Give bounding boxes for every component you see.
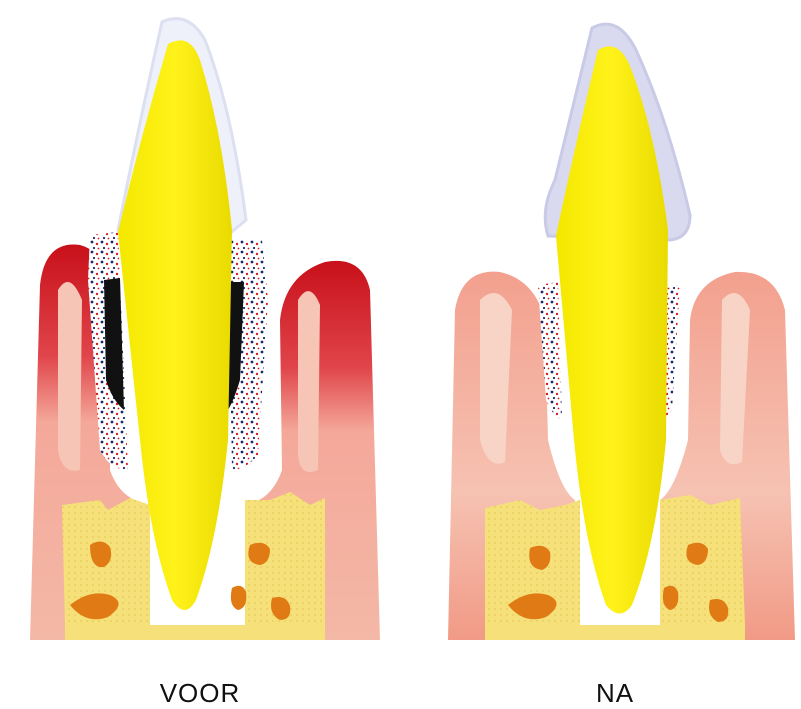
after-bone-base	[485, 625, 745, 640]
after-caption: NA	[530, 678, 700, 709]
before-bone-base	[65, 625, 325, 640]
before-gum-inner-right	[298, 291, 320, 472]
before-panel	[30, 19, 380, 640]
before-gum-inner-left	[58, 282, 82, 471]
before-marrow-spot	[231, 586, 246, 610]
before-caption: VOOR	[115, 678, 285, 709]
after-panel	[448, 24, 795, 640]
